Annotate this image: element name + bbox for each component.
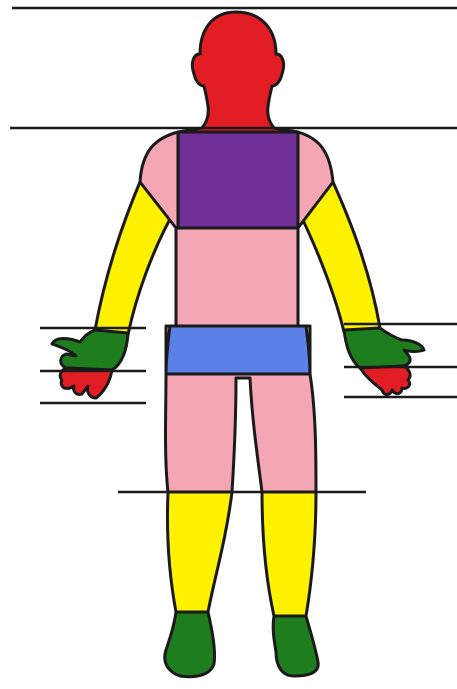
upper-back xyxy=(178,132,298,228)
right-lower-leg xyxy=(262,492,316,616)
right-hand xyxy=(344,328,424,368)
left-lower-leg xyxy=(167,492,232,612)
right-foot xyxy=(273,616,318,676)
left-fingers xyxy=(60,368,112,398)
left-hand xyxy=(52,330,128,370)
right-fingers xyxy=(360,366,410,395)
buttocks xyxy=(166,326,310,374)
left-foot xyxy=(165,612,215,677)
head xyxy=(178,12,298,132)
